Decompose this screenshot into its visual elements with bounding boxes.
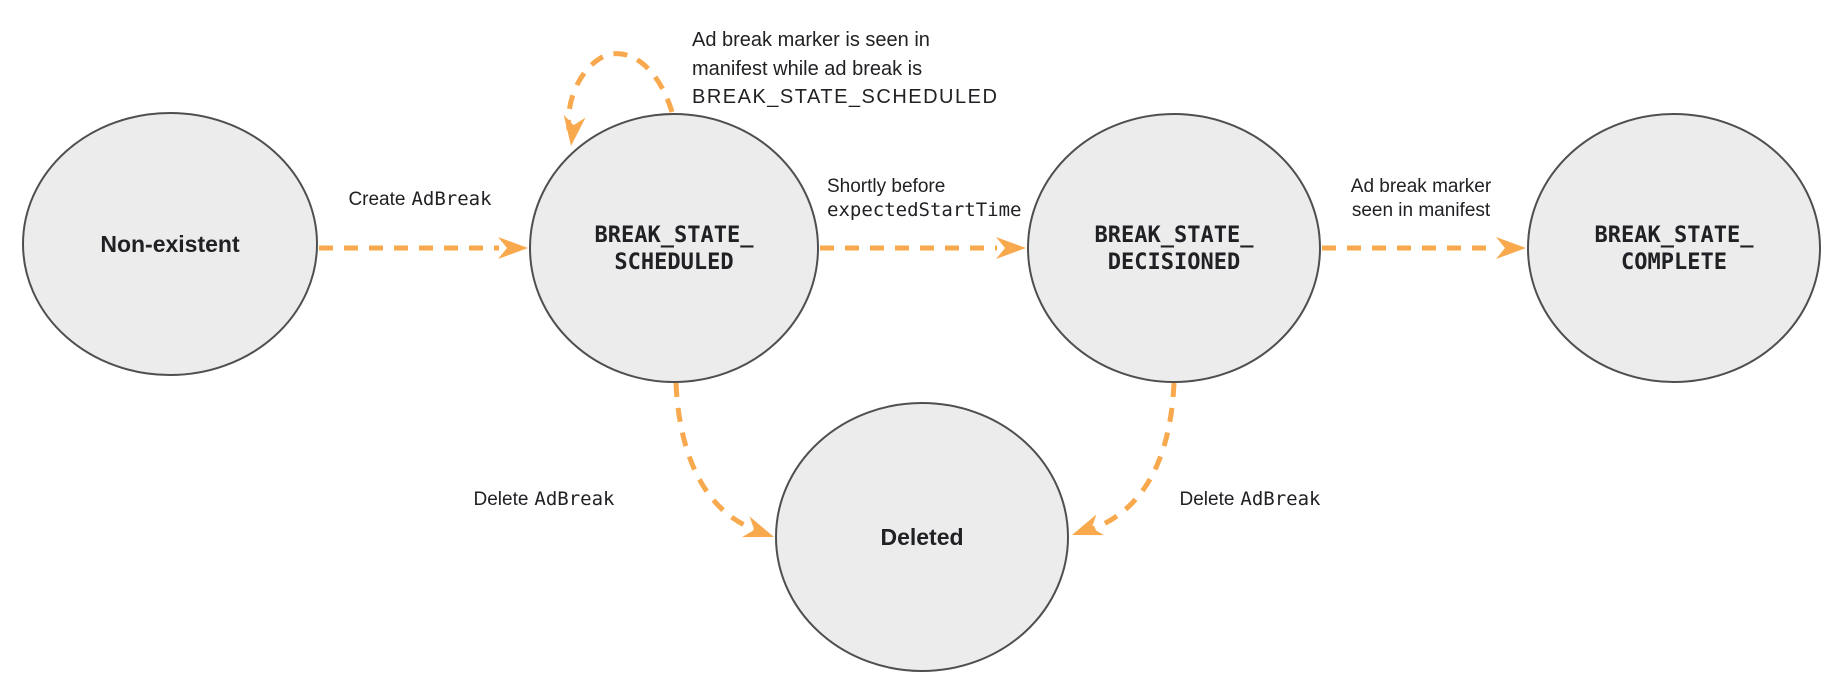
- edge-self-loop-label-line2: manifest while ad break is: [692, 58, 922, 80]
- state-non-existent: Non-existent: [22, 112, 318, 376]
- edge-to-decisioned-label-line2: expectedStartTime: [827, 199, 1021, 221]
- edge-decisioned-to-deleted: [1072, 382, 1177, 536]
- state-break-state-decisioned-circle: [1027, 113, 1321, 383]
- edge-to-decisioned-label: Shortly before expectedStartTime: [827, 176, 1021, 221]
- edge-scheduled-to-deleted: [673, 382, 774, 538]
- edge-create-adbreak: [319, 237, 528, 259]
- state-break-state-decisioned: BREAK_STATE_ DECISIONED: [1027, 113, 1321, 383]
- edge-self-loop-label-line1: Ad break marker is seen in: [692, 29, 930, 51]
- arrowhead-icon: [1072, 514, 1104, 536]
- edge-to-complete-label-line1: Ad break marker: [1351, 176, 1492, 197]
- edge-self-loop-line: [566, 51, 675, 131]
- edge-self-loop-scheduled: [563, 51, 675, 146]
- state-break-state-decisioned-label-line2: DECISIONED: [1108, 250, 1240, 275]
- edge-self-loop-label: Ad break marker is seen in manifest whil…: [692, 29, 998, 108]
- edge-decisioned-to-deleted-line: [1091, 382, 1177, 532]
- state-deleted: Deleted: [775, 402, 1069, 672]
- state-break-state-scheduled: BREAK_STATE_ SCHEDULED: [529, 113, 819, 383]
- edge-scheduled-to-deleted-line: [673, 382, 757, 533]
- edge-self-loop-label-line3: BREAK_STATE_SCHEDULED: [692, 86, 998, 108]
- state-break-state-complete-label-line1: BREAK_STATE_: [1595, 223, 1755, 248]
- state-break-state-complete-label-line2: COMPLETE: [1621, 250, 1727, 275]
- state-deleted-circle: [775, 402, 1069, 672]
- state-break-state-decisioned-label-line1: BREAK_STATE_: [1095, 223, 1255, 248]
- edge-scheduled-to-decisioned: [820, 237, 1026, 259]
- arrowhead-icon: [996, 237, 1026, 259]
- arrowhead-icon: [1496, 237, 1526, 259]
- state-deleted-label: Deleted: [880, 524, 963, 550]
- edge-to-decisioned-label-line1: Shortly before: [827, 176, 945, 197]
- state-break-state-scheduled-label-line1: BREAK_STATE_: [595, 223, 755, 248]
- state-non-existent-circle: [22, 112, 318, 376]
- edge-decisioned-to-complete: [1322, 237, 1526, 259]
- arrowhead-icon: [498, 237, 528, 259]
- state-break-state-scheduled-label-line2: SCHEDULED: [614, 250, 733, 275]
- state-non-existent-label: Non-existent: [100, 231, 240, 257]
- state-break-state-complete-circle: [1527, 113, 1821, 383]
- arrowhead-icon: [742, 516, 774, 538]
- edge-to-complete-label-line2: seen in manifest: [1352, 200, 1491, 221]
- arrowhead-icon: [563, 114, 586, 146]
- state-break-state-scheduled-circle: [529, 113, 819, 383]
- state-break-state-complete: BREAK_STATE_ COMPLETE: [1527, 113, 1821, 383]
- edge-to-complete-label: Ad break marker seen in manifest: [1351, 176, 1492, 221]
